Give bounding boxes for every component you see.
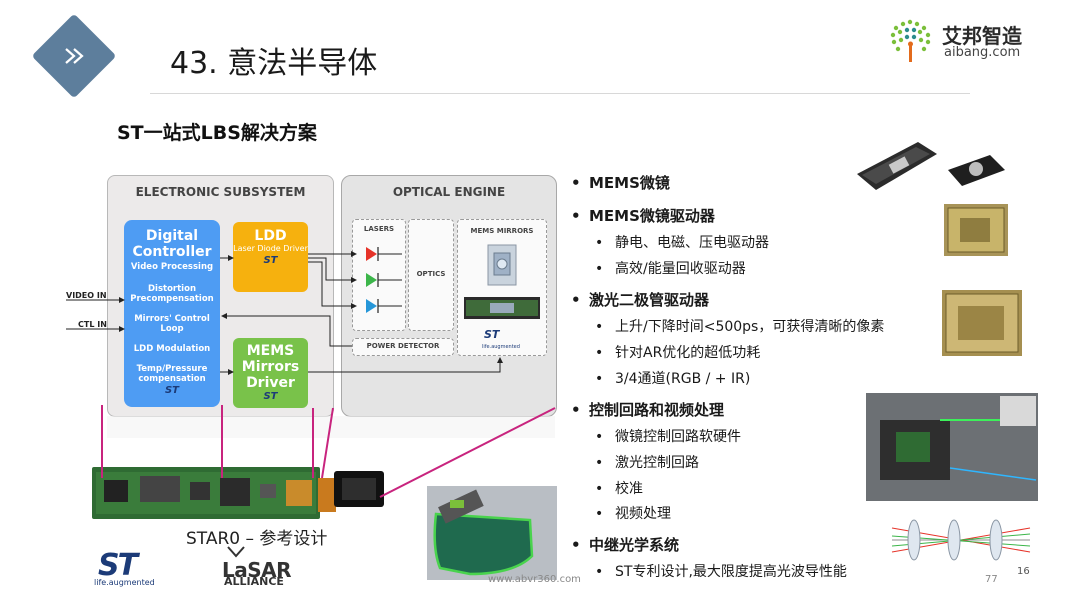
optics-block: OPTICS <box>408 219 454 331</box>
dc-item-ldd-modulation: LDD Modulation <box>133 344 211 354</box>
st-logo-text: ST <box>98 548 138 583</box>
waveguide-render-image <box>427 486 557 580</box>
lasers-label: LASERS <box>363 225 395 233</box>
sub-bullet: •上升/下降时间<500ps，可获得清晰的像素 <box>595 319 885 335</box>
lasers-block: LASERS <box>352 219 406 331</box>
electronic-subsystem-heading: ELECTRONIC SUBSYSTEM <box>135 185 306 199</box>
svg-text:ST: ST <box>484 328 501 341</box>
power-detector-label: POWER DETECTOR <box>366 342 440 350</box>
dc-item-distortion: Distortion Precompensation <box>130 284 214 304</box>
mems-mirror-image: ST life.augmented <box>464 244 540 350</box>
sub-bullet: •ST专利设计,最大限度提高光波导性能 <box>595 564 847 580</box>
sub-bullet: •校准 <box>595 481 643 497</box>
ctl-in-label: CTL IN <box>78 320 107 329</box>
digital-controller-title: Digital Controller <box>132 228 212 260</box>
mems-driver-block: MEMS Mirrors Driver ST <box>233 338 308 408</box>
sub-bullet: •3/4通道(RGB / + IR) <box>595 371 751 387</box>
relay-optics-diagram <box>891 519 1031 561</box>
optical-engine-heading: OPTICAL ENGINE <box>392 185 506 199</box>
dc-item-temp-pressure: Temp/Pressure compensation <box>136 364 208 384</box>
bullet-mems-mirror: •MEMS微镜 <box>571 174 670 192</box>
power-detector-block: POWER DETECTOR <box>352 338 454 356</box>
ldd-subtitle: Laser Diode Driver <box>233 244 308 253</box>
power-detector-feedback <box>221 313 352 347</box>
mems-mirrors-label: MEMS MIRRORS <box>470 227 534 235</box>
driver-mirror-line <box>308 357 503 373</box>
digital-controller-block: Digital Controller Video Processing Dist… <box>124 220 220 407</box>
st-tagline: life.augmented <box>94 578 155 587</box>
page-number-source: 77 <box>985 574 998 585</box>
header-divider <box>150 93 970 94</box>
connector-lines <box>101 405 556 498</box>
dc-item-mirrors-control: Mirrors' Control Loop <box>134 314 210 334</box>
sub-bullet: •微镜控制回路软硬件 <box>595 429 741 445</box>
aibang-logo-icon <box>890 19 931 62</box>
green-laser-icon <box>366 273 377 287</box>
sub-bullet: •静电、电磁、压电驱动器 <box>595 235 769 251</box>
sub-bullet: •激光控制回路 <box>595 455 699 471</box>
laser-driver-die-photo <box>942 290 1022 356</box>
svg-text:life.augmented: life.augmented <box>482 344 520 350</box>
test-setup-photo <box>866 393 1038 501</box>
sub-bullet: •针对AR优化的超低功耗 <box>595 345 761 361</box>
page-title: 43. 意法半导体 <box>170 46 378 81</box>
logo-english-name: aibang.com <box>944 45 1021 60</box>
watermark-url: www.abvr360.com <box>488 574 581 585</box>
lasar-logo-text: LaSAR <box>222 558 292 582</box>
fast-forward-icon <box>65 48 84 64</box>
lasar-alliance-text: ALLIANCE <box>224 575 284 588</box>
logo-chinese-name: 艾邦智造 <box>942 24 1022 48</box>
blue-laser-icon <box>366 299 377 313</box>
st-logo-small: ST <box>263 255 278 266</box>
sub-bullet: •视频处理 <box>595 506 671 522</box>
bullet-mems-driver: •MEMS微镜驱动器 <box>571 207 715 225</box>
st-logo-small: ST <box>263 391 278 402</box>
bullet-relay-optics: •中继光学系统 <box>571 536 680 554</box>
dc-item-video-processing: Video Processing <box>130 262 214 272</box>
st-logo: ST <box>98 548 138 583</box>
ldd-block: LDD Laser Diode Driver ST <box>233 222 308 292</box>
bullet-laser-driver: •激光二极管驱动器 <box>571 291 710 309</box>
video-in-label: VIDEO IN <box>66 291 107 300</box>
sub-bullet: •高效/能量回收驱动器 <box>595 261 746 277</box>
mems-mirrors-block: MEMS MIRRORS <box>457 219 547 356</box>
st-logo-small: ST <box>164 385 180 396</box>
mems-driver-title: MEMS Mirrors Driver <box>241 343 300 391</box>
reference-design-label: STAR0 – 参考设计 <box>186 529 328 549</box>
driver-die-photo <box>944 204 1008 256</box>
slide-subtitle: ST一站式LBS解决方案 <box>117 122 317 144</box>
ldd-title: LDD <box>254 228 287 244</box>
mems-mirror-chip-photo <box>857 142 1005 190</box>
lasar-caret-icon <box>227 546 245 558</box>
optics-label: OPTICS <box>416 270 446 278</box>
page-number: 16 <box>1017 566 1030 577</box>
ldd-laser-lines <box>308 251 357 309</box>
star0-board-photo <box>92 467 384 519</box>
bullet-control-loop: •控制回路和视频处理 <box>571 401 725 419</box>
red-laser-icon <box>366 247 377 261</box>
